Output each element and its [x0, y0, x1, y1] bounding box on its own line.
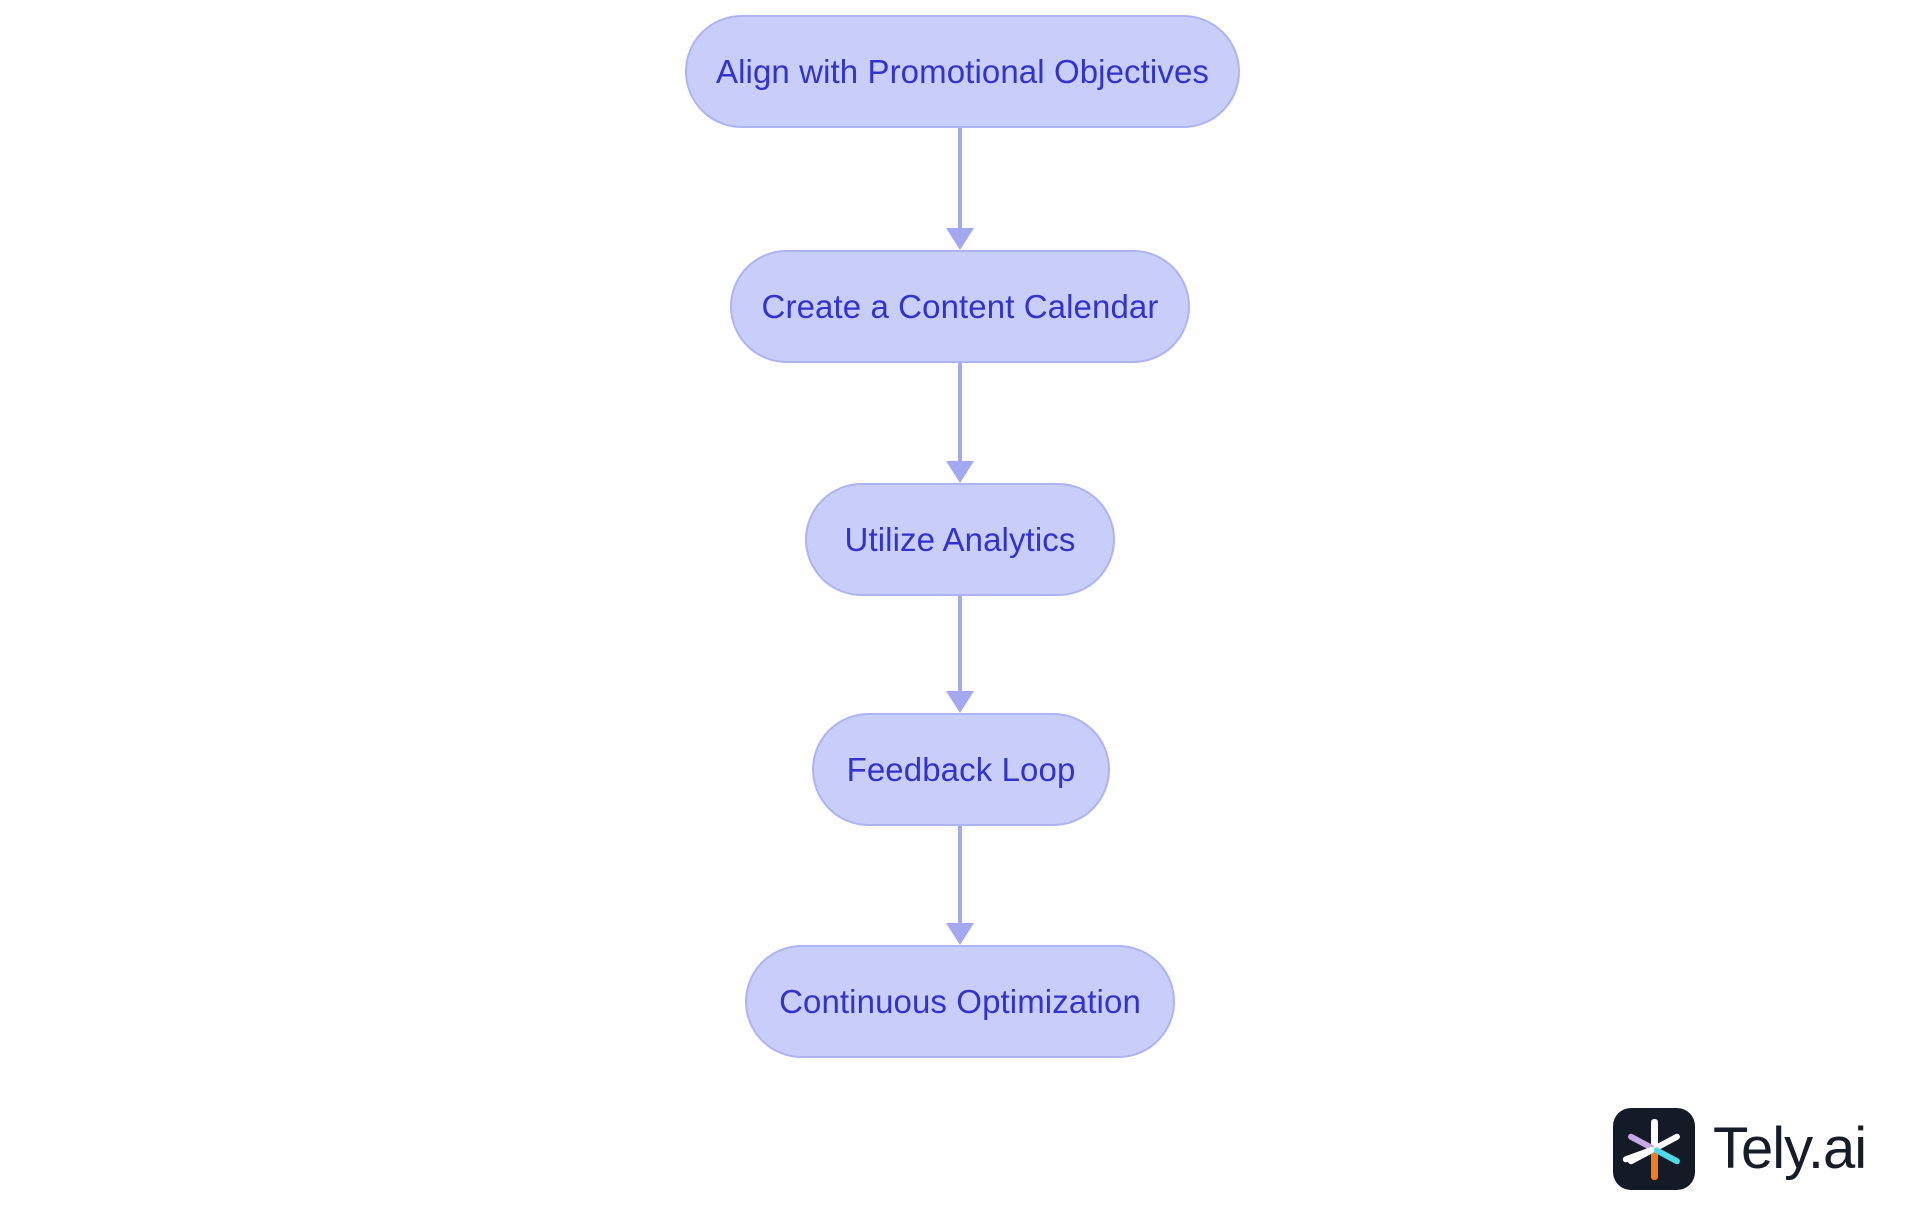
flow-connector-n2-n3: [945, 363, 975, 483]
flow-node-label: Continuous Optimization: [779, 983, 1141, 1020]
flow-node-label: Create a Content Calendar: [761, 288, 1159, 325]
flow-connector-n4-n5: [945, 826, 975, 945]
arrowhead-down-icon: [946, 691, 974, 713]
flow-node-label: Align with Promotional Objectives: [715, 53, 1209, 90]
tely-ai-wordmark: Tely.ai: [1713, 1116, 1867, 1181]
flow-node-feedback-loop[interactable]: Feedback Loop: [812, 713, 1110, 826]
tely-ai-logo: Tely.ai: [1613, 1108, 1867, 1190]
arrowhead-down-icon: [946, 923, 974, 945]
flow-connector-n3-n4: [945, 596, 975, 713]
flow-node-create-a-content-calendar[interactable]: Create a Content Calendar: [730, 250, 1190, 363]
connector-line: [958, 596, 962, 691]
tely-asterisk-icon: [1613, 1108, 1695, 1190]
flow-node-label: Feedback Loop: [846, 751, 1076, 788]
connector-line: [958, 826, 962, 923]
arrowhead-down-icon: [946, 228, 974, 250]
flow-connector-n1-n2: [945, 128, 975, 250]
logo-ray-1: [1650, 1149, 1658, 1180]
flow-node-align-with-promotional-objectives[interactable]: Align with Promotional Objectives: [685, 15, 1240, 128]
flow-node-label: Utilize Analytics: [844, 521, 1076, 558]
arrowhead-down-icon: [946, 461, 974, 483]
connector-line: [958, 363, 962, 461]
flow-node-utilize-analytics[interactable]: Utilize Analytics: [805, 483, 1115, 596]
flow-node-continuous-optimization[interactable]: Continuous Optimization: [745, 945, 1175, 1058]
connector-line: [958, 128, 962, 228]
